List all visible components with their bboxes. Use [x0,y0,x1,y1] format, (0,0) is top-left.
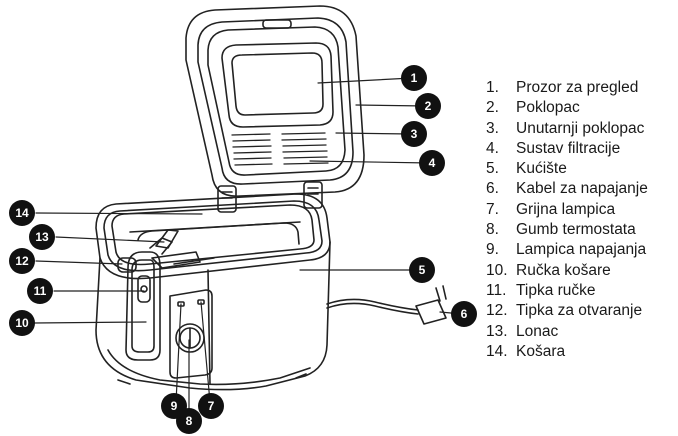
svg-text:13: 13 [35,230,49,244]
marker-12: 12 [9,248,35,274]
svg-text:14: 14 [15,206,29,220]
svg-text:7: 7 [208,399,215,413]
legend-number: 3. [486,119,499,137]
svg-text:4: 4 [429,156,436,170]
viewing-window [221,42,334,128]
svg-text:9: 9 [171,399,178,413]
power-cable [326,285,447,325]
marker-4: 4 [419,150,445,176]
basket [137,222,300,269]
legend-label: Prozor za pregled [516,79,639,96]
svg-text:1: 1 [411,71,418,85]
legend-label: Ručka košare [516,261,611,279]
marker-10: 10 [9,310,35,336]
legend-item-3: 3. Unutarnji poklopac [486,119,648,139]
marker-13: 13 [29,224,55,250]
legend-item-8: 8. Gumb termostata [486,220,648,240]
legend-label: Grijna lampica [516,200,616,218]
legend-label: Lampica napajanja [516,241,647,259]
parts-legend: 1. Prozor za pregled 2. Poklopac 3. Unutarn… [486,78,648,362]
legend-label: Sustav filtracije [516,139,621,157]
legend-item-10: 10. Ručka košare [486,261,648,281]
legend-number: 1. [486,79,499,96]
legend-item-6: 6. Kabel za napajanje [486,179,648,199]
marker-7: 7 [198,393,224,419]
legend-label: Košara [516,342,566,360]
svg-text:2: 2 [425,99,432,113]
legend-number: 14. [486,342,508,360]
marker-5: 5 [409,257,435,283]
marker-6: 6 [451,301,477,327]
legend-label: Kućište [516,160,567,178]
legend-item-2: 2. Poklopac [486,98,648,118]
callout-markers: 1 2 3 4 5 6 7 8 9 10 11 12 13 14 [9,65,477,434]
legend-number: 7. [486,200,499,218]
legend-number: 12. [486,302,508,320]
legend-label: Unutarnji poklopac [516,119,645,137]
legend-item-9: 9. Lampica napajanja [486,240,648,260]
legend-item-4: 4. Sustav filtracije [486,139,648,159]
marker-2: 2 [415,93,441,119]
legend-number: 4. [486,139,499,157]
legend-item-13: 13. Lonac [486,322,648,342]
legend-number: 2. [486,99,499,117]
legend-item-7: 7. Grijna lampica [486,200,648,220]
legend-label: Gumb termostata [516,221,636,239]
filter-vents [231,132,329,166]
marker-3: 3 [401,121,427,147]
leader-lines [33,77,463,419]
basket-handle [125,237,173,361]
svg-text:12: 12 [15,254,29,268]
legend-label: Lonac [516,322,559,340]
marker-11: 11 [27,278,53,304]
legend-number: 8. [486,221,499,239]
svg-text:10: 10 [15,316,29,330]
legend-label: Poklopac [516,99,580,117]
legend-item-12: 12. Tipka za otvaranje [486,301,648,321]
svg-text:3: 3 [411,127,418,141]
legend-label: Kabel za napajanje [516,180,648,198]
svg-text:5: 5 [419,263,426,277]
svg-text:11: 11 [34,284,47,298]
legend-label: Tipka ručke [516,281,596,299]
legend-number: 5. [486,160,499,178]
marker-1: 1 [401,65,427,91]
legend-number: 11. [486,281,507,299]
legend-number: 9. [486,241,499,259]
svg-text:8: 8 [186,414,193,428]
marker-9: 9 [161,393,187,419]
svg-text:6: 6 [461,307,468,321]
housing [95,193,331,391]
legend-item-1: 1. Prozor za pregled [486,78,648,98]
legend-item-5: 5. Kućište [486,159,648,179]
legend-item-11: 11. Tipka ručke [486,281,648,301]
legend-number: 10. [486,261,508,279]
legend-number: 6. [486,180,499,198]
legend-number: 13. [486,322,508,340]
marker-14: 14 [9,200,35,226]
control-panel [169,289,213,379]
legend-item-14: 14. Košara [486,342,648,362]
lid [185,5,365,213]
legend-label: Tipka za otvaranje [516,302,643,320]
